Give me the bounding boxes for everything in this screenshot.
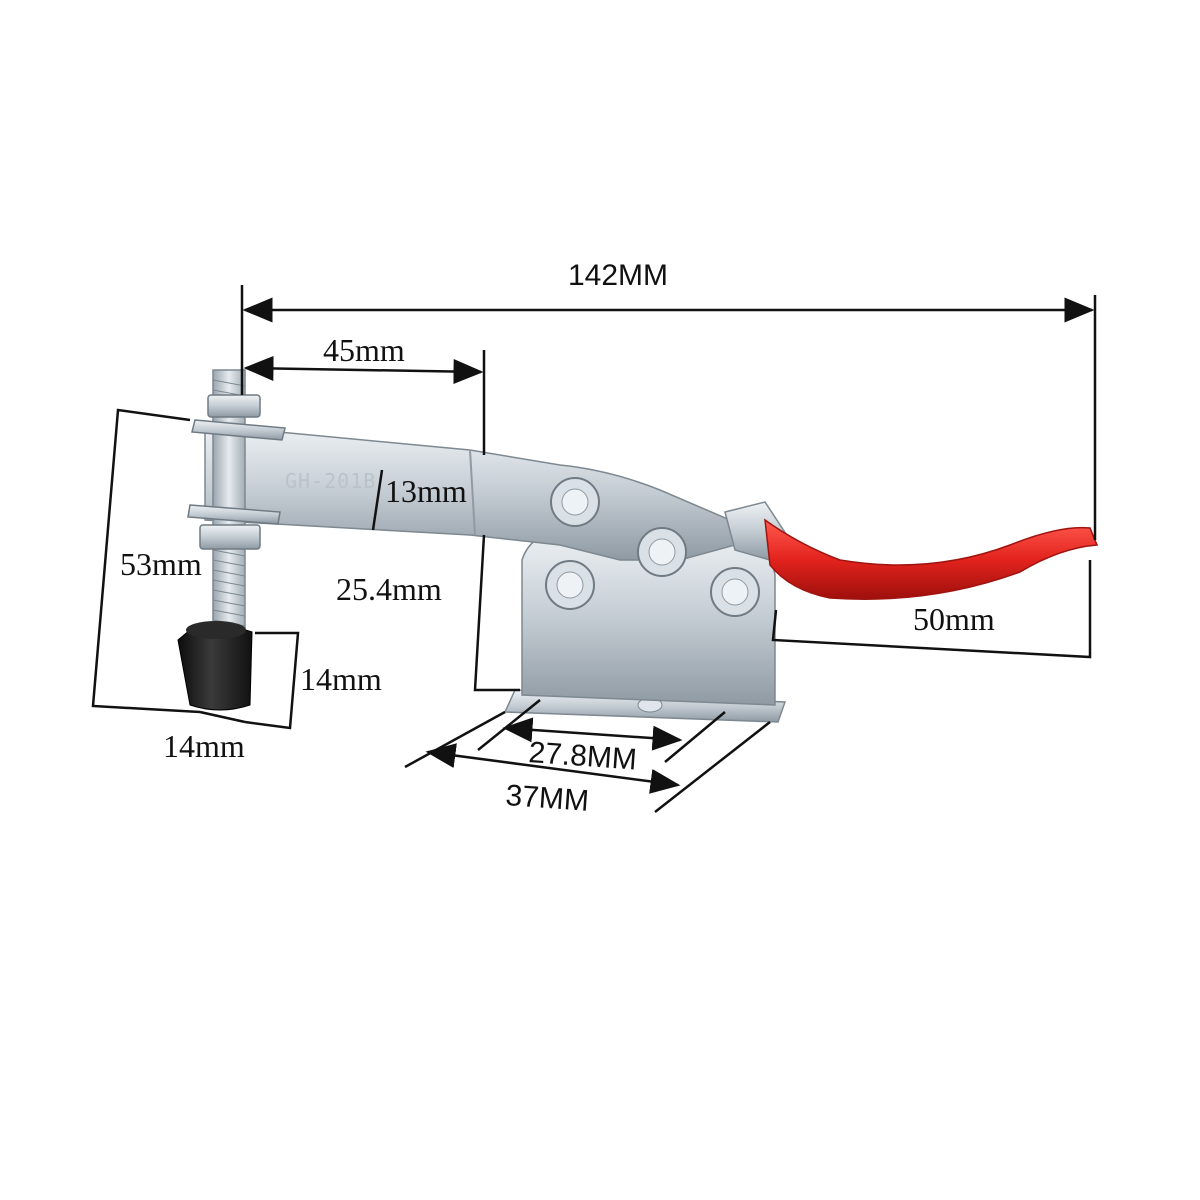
dim-line-hole-spacing — [502, 717, 683, 751]
label-handle-length: 50mm — [913, 601, 995, 637]
label-base-width: 37MM — [505, 779, 590, 818]
dim-line-handle — [771, 560, 1092, 659]
clamp-arm — [204, 424, 736, 561]
top-washer — [191, 419, 286, 441]
bottom-washer — [187, 504, 281, 525]
rubber-tip-top — [186, 621, 246, 639]
label-arm-height: 13mm — [385, 473, 467, 509]
dimension-labels: 142MM 45mm 13mm 53mm 25.4mm 50mm 14mm 14… — [120, 259, 995, 818]
label-tip-width: 14mm — [163, 728, 245, 764]
label-bolt-to-body: 45mm — [323, 332, 405, 368]
dimension-lines — [91, 285, 1097, 813]
model-marking: GH-201B — [285, 469, 376, 493]
handle-grip — [764, 518, 1099, 600]
bottom-nut — [199, 524, 261, 550]
dim-line-base-height — [473, 534, 520, 692]
clamp-product: GH-201B — [177, 369, 1099, 723]
top-nut — [207, 394, 261, 418]
arm-bracket — [469, 449, 476, 536]
label-base-height: 25.4mm — [336, 571, 442, 607]
dim-line-spindle — [91, 408, 201, 714]
label-overall-length: 142MM — [568, 259, 668, 292]
dim-line-arm-height — [371, 469, 384, 531]
label-tip-height: 14mm — [300, 661, 382, 697]
label-hole-spacing: 27.8MM — [528, 736, 638, 776]
pivot-rivets — [545, 477, 760, 617]
dim-line-bolt-to-body — [243, 355, 484, 385]
label-spindle-height: 53mm — [120, 546, 202, 582]
dim-line-base-width — [425, 743, 681, 794]
dim-line-tip-height — [244, 631, 300, 730]
